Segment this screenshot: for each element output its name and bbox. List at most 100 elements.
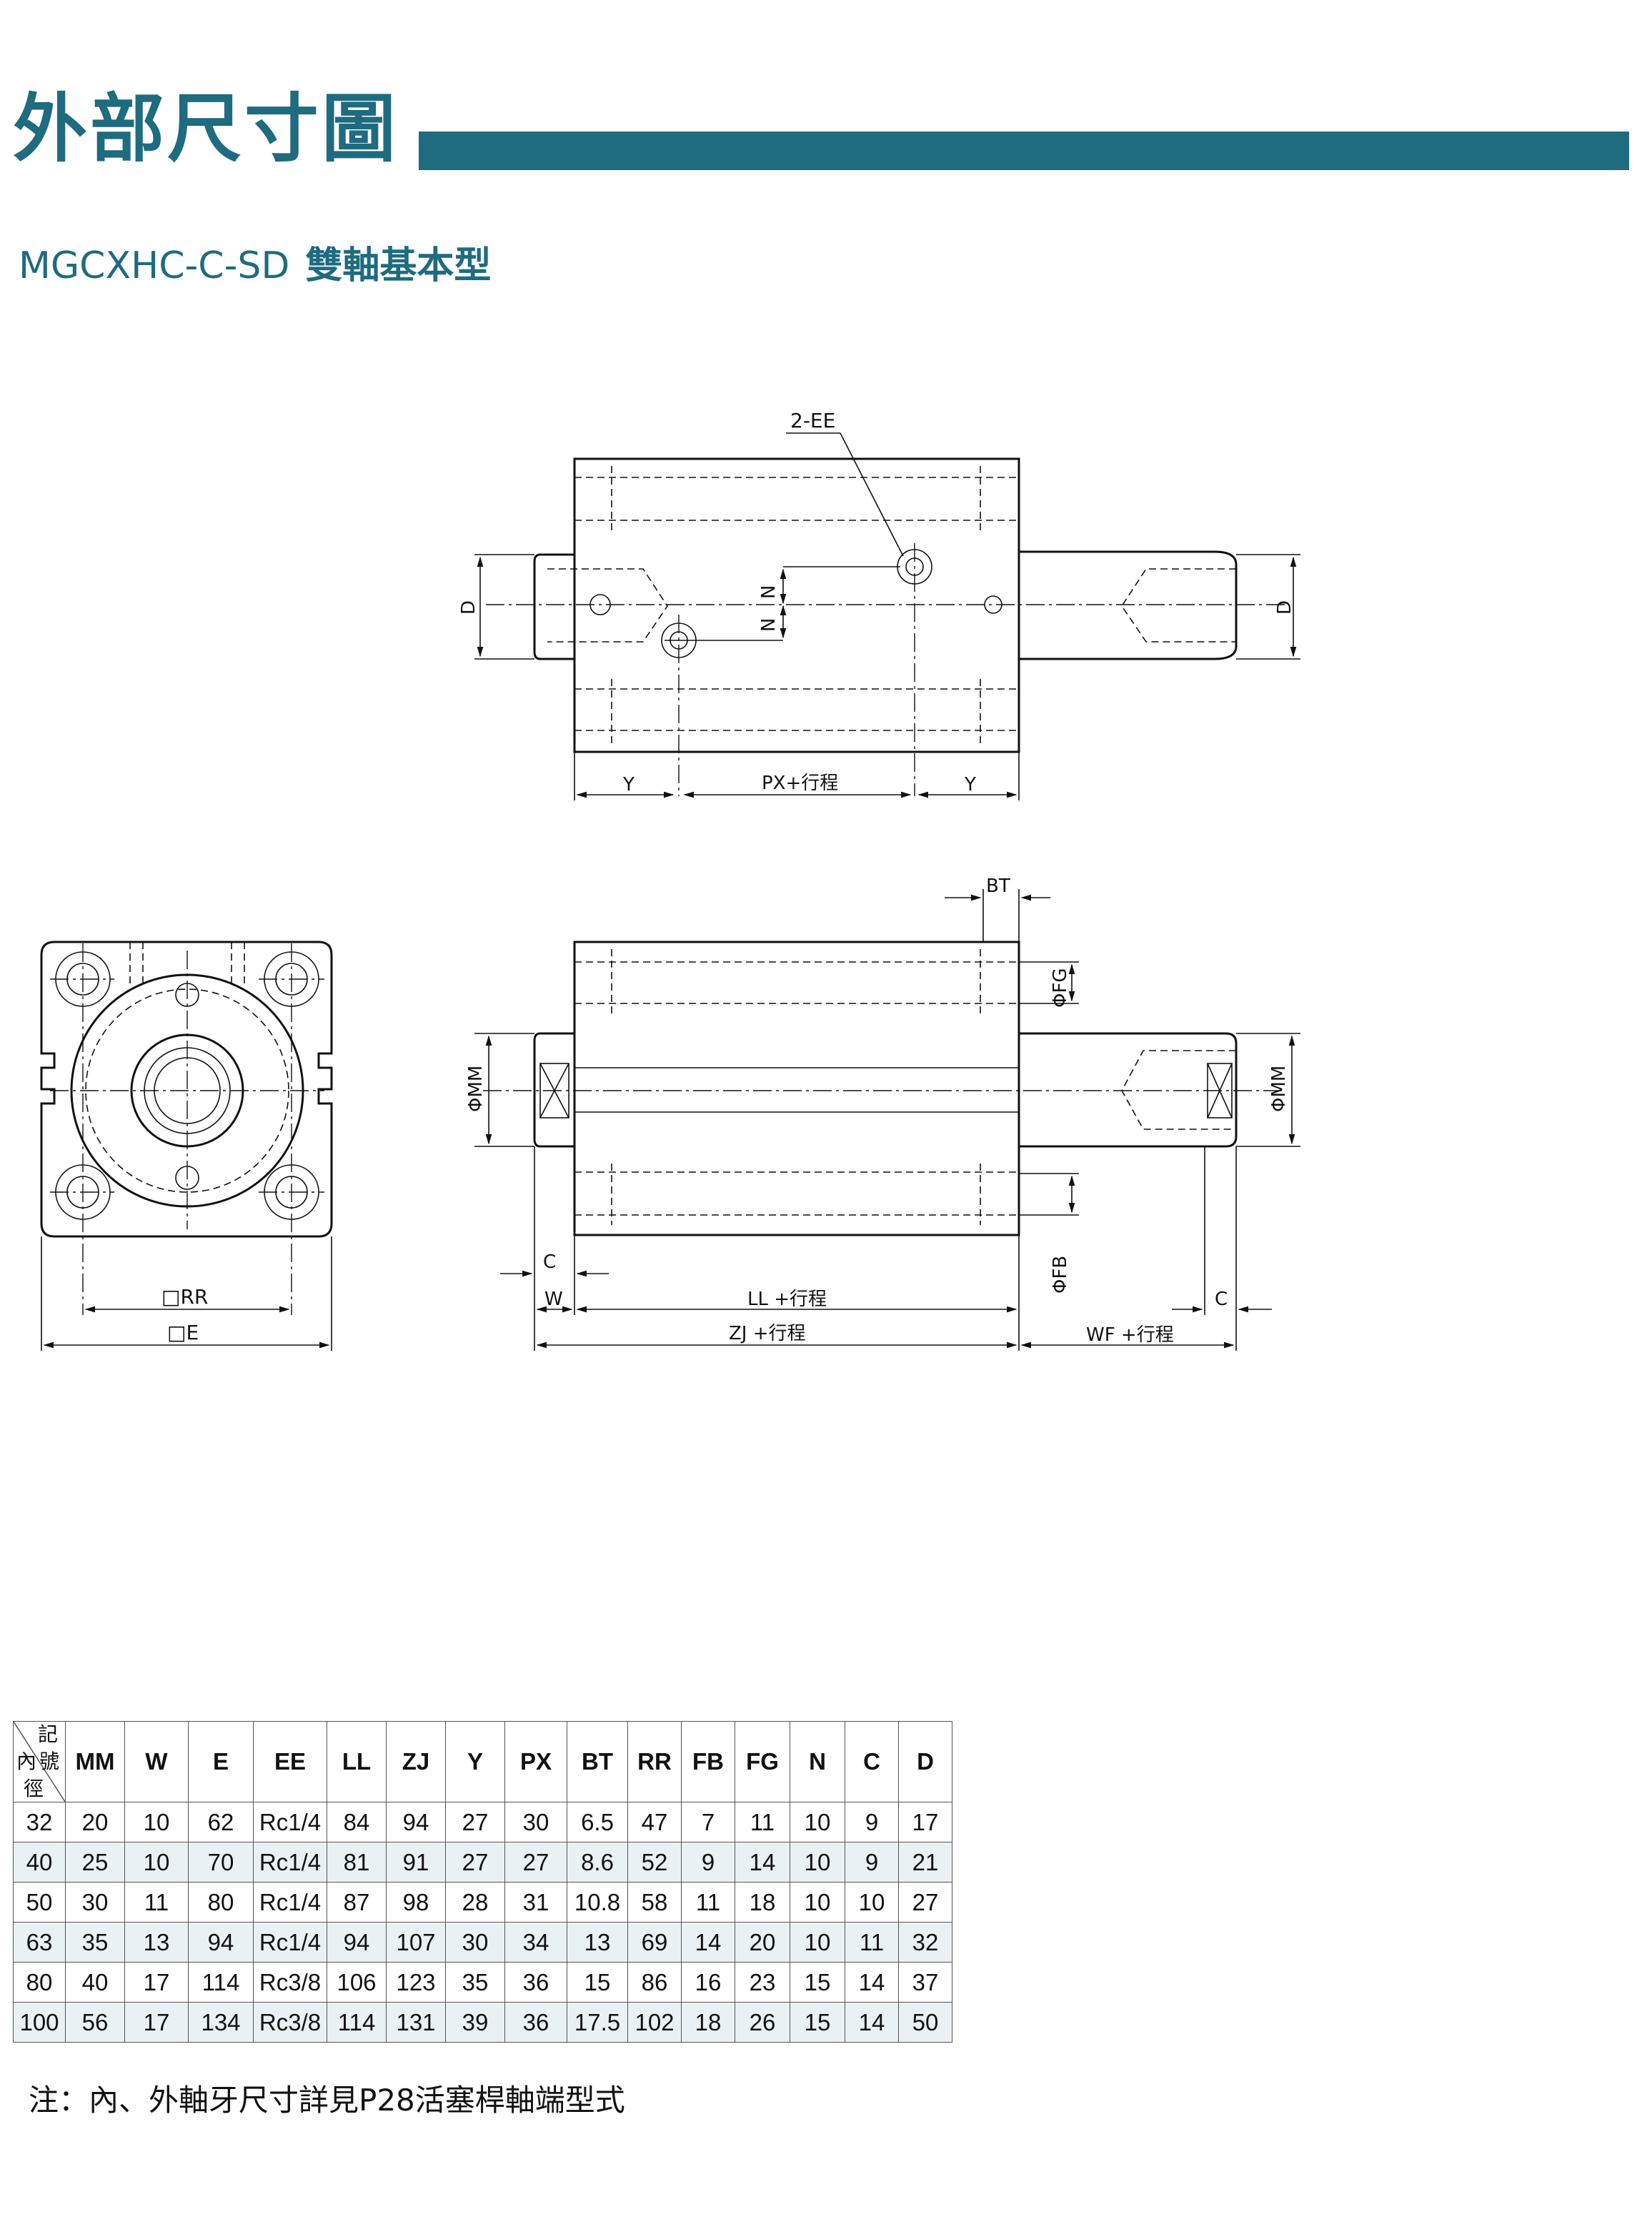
bore-cell: 100: [13, 2002, 66, 2043]
d-label-left: D: [458, 600, 479, 615]
table-cell: Rc1/4: [253, 1882, 327, 1923]
d-label-right: D: [1274, 600, 1295, 615]
table-cell: 114: [327, 2002, 387, 2043]
n-label-1: N: [758, 585, 780, 599]
table-cell: 27: [504, 1842, 567, 1883]
column-header: FB: [681, 1721, 735, 1802]
column-header: RR: [627, 1721, 682, 1802]
table-cell: 123: [386, 1962, 446, 2003]
corner-mid2: 號: [39, 1750, 60, 1772]
table-cell: 17: [124, 2002, 189, 2043]
table-cell: 8.6: [567, 1842, 628, 1883]
table-cell: 11: [124, 1882, 189, 1923]
table-cell: 107: [386, 1922, 446, 1963]
table-cell: 14: [735, 1842, 790, 1883]
column-header: MM: [65, 1721, 125, 1802]
column-header: ZJ: [386, 1721, 446, 1802]
table-cell: 84: [327, 1802, 387, 1842]
table-cell: 81: [327, 1842, 387, 1883]
end-view-drawing: □RR □E: [40, 941, 333, 1351]
table-cell: 7: [681, 1802, 735, 1842]
column-header: N: [790, 1721, 845, 1802]
table-cell: 102: [627, 2002, 682, 2043]
column-header: C: [845, 1721, 899, 1802]
table-cell: Rc3/8: [253, 2002, 327, 2043]
column-header: PX: [504, 1721, 567, 1802]
table-cell: 6.5: [567, 1802, 628, 1842]
table-cell: 11: [735, 1802, 790, 1842]
c-label-right: C: [1215, 1289, 1228, 1310]
bore-cell: 50: [13, 1882, 66, 1923]
table-cell: 20: [735, 1922, 790, 1963]
table-cell: 28: [445, 1882, 505, 1923]
table-cell: 31: [504, 1882, 567, 1923]
table-cell: 134: [188, 2002, 254, 2043]
table-cell: 36: [504, 2002, 567, 2043]
table-cell: 10: [790, 1842, 845, 1883]
mm-label-left: ΦMM: [465, 1066, 487, 1112]
side-view-drawing: BT ΦFG ΦFB ΦMM ΦMM C W LL +行程 C ZJ +行程 W…: [465, 876, 1300, 1351]
column-header: E: [188, 1721, 254, 1802]
table-corner-cell: 記 內 號 徑: [13, 1721, 66, 1802]
table-cell: 10: [124, 1802, 189, 1842]
column-header: W: [124, 1721, 189, 1802]
table-cell: 20: [65, 1802, 125, 1842]
table-cell: 10: [790, 1882, 845, 1923]
table-cell: 11: [681, 1882, 735, 1923]
table-cell: 87: [327, 1882, 387, 1923]
column-header: LL: [327, 1721, 387, 1802]
table-cell: 10: [845, 1882, 899, 1923]
ll-label: LL +行程: [747, 1289, 827, 1310]
corner-bot: 徑: [24, 1777, 44, 1800]
table-cell: 36: [504, 1962, 567, 2003]
corner-mid1: 內: [16, 1750, 37, 1772]
table-cell: 15: [567, 1962, 628, 2003]
table-cell: Rc1/4: [253, 1922, 327, 1963]
wf-label: WF +行程: [1086, 1324, 1174, 1346]
table-cell: 9: [845, 1842, 899, 1883]
table-cell: 17: [124, 1962, 189, 2003]
fg-label: ΦFG: [1050, 968, 1071, 1008]
px-label: PX+行程: [762, 773, 838, 794]
table-cell: Rc3/8: [253, 1962, 327, 2003]
table-cell: 91: [386, 1842, 446, 1883]
bore-cell: 32: [13, 1802, 66, 1842]
mm-label-right: ΦMM: [1268, 1066, 1290, 1112]
ee-label: 2-EE: [790, 409, 835, 432]
n-label-2: N: [758, 618, 780, 632]
model-code: MGCXHC-C-SD: [19, 244, 290, 287]
table-cell: 21: [898, 1842, 952, 1883]
table-cell: 70: [188, 1842, 254, 1883]
table-cell: 9: [845, 1802, 899, 1842]
table-cell: 62: [188, 1802, 254, 1842]
y-label-left: Y: [622, 774, 635, 795]
table-cell: 10: [790, 1802, 845, 1842]
table-cell: 94: [327, 1922, 387, 1963]
table-cell: 14: [845, 2002, 899, 2043]
title-bar: [419, 132, 1629, 170]
table-cell: 18: [735, 1882, 790, 1923]
table-cell: 26: [735, 2002, 790, 2043]
table-cell: 40: [65, 1962, 125, 2003]
table-cell: Rc1/4: [253, 1802, 327, 1842]
table-cell: 30: [65, 1882, 125, 1923]
table-cell: 35: [65, 1922, 125, 1963]
table-cell: 14: [845, 1962, 899, 2003]
page-title: 外部尺寸圖: [13, 85, 399, 172]
table-cell: 80: [188, 1882, 254, 1923]
table-cell: 15: [790, 2002, 845, 2043]
table-cell: 94: [188, 1922, 254, 1963]
table-cell: 9: [681, 1842, 735, 1883]
table-cell: 50: [898, 2002, 952, 2043]
w-label: W: [544, 1289, 563, 1310]
table-cell: 98: [386, 1882, 446, 1923]
table-cell: 37: [898, 1962, 952, 2003]
bt-label: BT: [986, 876, 1010, 897]
